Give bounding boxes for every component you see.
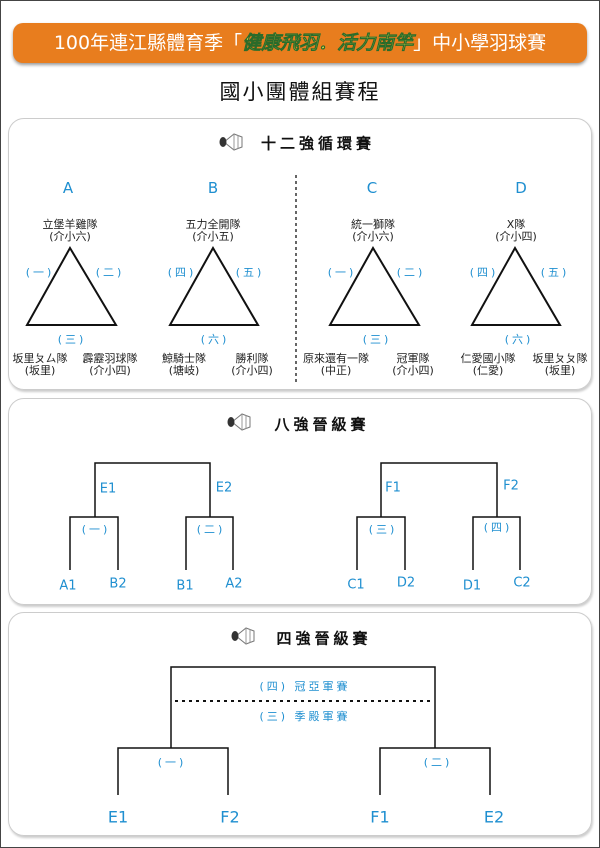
- shuttlecock-icon: [227, 413, 251, 431]
- match-label: (三): [362, 333, 392, 346]
- triangle-group-c: [328, 246, 421, 326]
- match-label: (三): [368, 523, 398, 536]
- match-label: (六): [504, 333, 534, 346]
- third-place-match-label: (三) 季殿軍賽: [259, 710, 351, 723]
- triangle-group-a: [25, 246, 118, 326]
- panel-round8: [8, 398, 592, 605]
- seed-label: D2: [396, 575, 416, 591]
- group-b-right-team: 勝利隊(介小四): [231, 352, 273, 377]
- panel-round12: [8, 118, 592, 390]
- group-d-letter: D: [515, 179, 527, 197]
- round12-title: 十二強循環賽: [260, 134, 376, 153]
- group-b-letter: B: [207, 179, 219, 197]
- group-d-left-team: 仁愛國小隊(仁愛): [460, 352, 516, 377]
- match-label: (四): [167, 266, 197, 279]
- group-a-left-team: 坂里ㄆㄙ隊(坂里): [12, 352, 68, 377]
- match-label: (二): [196, 523, 226, 536]
- title-suffix: 」中小學羽球賽: [413, 32, 547, 54]
- group-c-top-team: 統一獅隊(介小六): [351, 218, 395, 243]
- match-label: (四): [469, 266, 499, 279]
- match-label: (二): [423, 756, 453, 769]
- triangle-group-d: [470, 245, 562, 326]
- match-label: (二): [396, 266, 426, 279]
- match-label: (一): [25, 266, 55, 279]
- panel-round4: [8, 612, 592, 836]
- seed-label: B1: [176, 578, 194, 594]
- triangle-group-b: [168, 245, 260, 326]
- group-a-right-team: 霹靂羽球隊(介小四): [82, 352, 138, 377]
- group-c-letter: C: [366, 179, 378, 197]
- group-b-top-team: 五力全開隊(介小五): [185, 218, 241, 243]
- winner-label: F2: [503, 478, 519, 494]
- match-label: (二): [95, 266, 125, 279]
- page-subtitle: 國小團體組賽程: [219, 80, 381, 104]
- match-label: (三): [57, 333, 87, 346]
- match-label: (一): [327, 266, 357, 279]
- seed-label: C1: [347, 577, 365, 593]
- group-d-top-team: X隊(介小四): [495, 218, 537, 243]
- match-label: (四): [483, 521, 513, 534]
- seed-label: E1: [107, 807, 129, 827]
- winner-label: E2: [215, 480, 233, 496]
- seed-label: A1: [59, 578, 77, 594]
- title-highlight: 健康飛羽．活力南竿: [242, 32, 414, 55]
- group-c-left-team: 原來還有一隊(中正): [303, 352, 369, 377]
- shuttlecock-icon: [231, 627, 255, 645]
- match-label: (五): [540, 266, 570, 279]
- final-match-label: (四) 冠亞軍賽: [259, 680, 351, 693]
- group-c-right-team: 冠軍隊(介小四): [392, 352, 434, 377]
- seed-label: B2: [109, 576, 127, 592]
- seed-label: D1: [462, 578, 482, 594]
- match-label: (一): [81, 523, 111, 536]
- winner-label: E1: [99, 481, 117, 497]
- shuttlecock-icon: [219, 133, 243, 151]
- group-d-right-team: 坂里ㄆㄆ隊(坂里): [532, 352, 588, 377]
- round8-title: 八強晉級賽: [274, 415, 370, 434]
- seed-label: C2: [513, 575, 531, 591]
- round4-bracket: [117, 666, 491, 795]
- seed-label: F1: [370, 807, 390, 827]
- group-a-top-team: 立堡羊雞隊(介小六): [42, 218, 98, 243]
- match-label: (一): [157, 756, 187, 769]
- seed-label: F2: [220, 807, 240, 827]
- winner-label: F1: [385, 480, 401, 496]
- title-prefix: 100年連江縣體育季「: [53, 32, 243, 54]
- round4-title: 四強晉級賽: [276, 629, 372, 648]
- match-label: (六): [200, 333, 230, 346]
- seed-label: A2: [225, 576, 243, 592]
- match-label: (五): [235, 266, 265, 279]
- round8-bracket: [69, 462, 521, 570]
- title-banner: 100年連江縣體育季「健康飛羽．活力南竿」中小學羽球賽: [13, 23, 587, 63]
- group-a-letter: A: [62, 179, 74, 197]
- group-b-left-team: 鯨騎士隊(塘岐): [162, 352, 206, 377]
- seed-label: E2: [483, 807, 505, 827]
